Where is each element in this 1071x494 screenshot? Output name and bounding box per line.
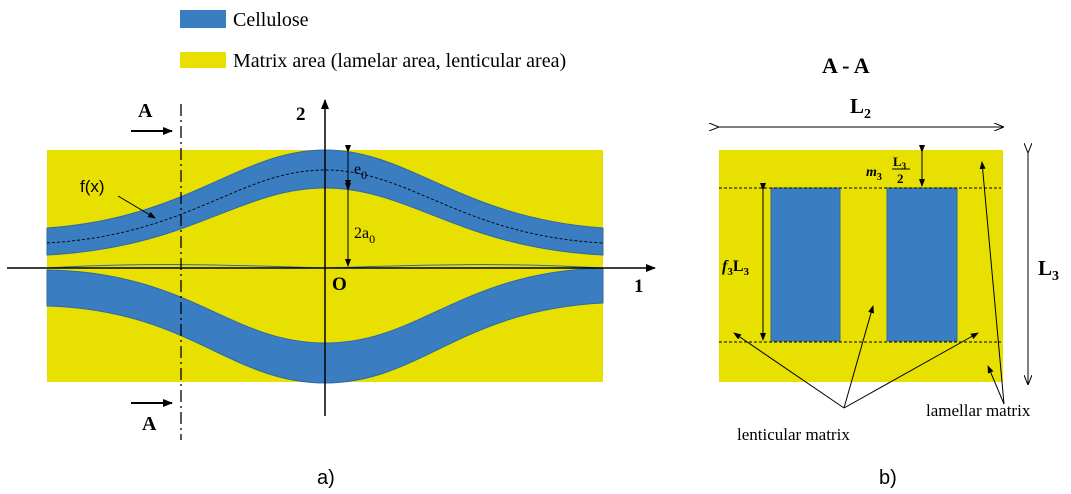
section-label-top: A xyxy=(138,100,153,122)
L3-label: L3 xyxy=(1038,256,1059,284)
m3-fraction-numerator: L3 xyxy=(893,154,907,171)
caption-b: b) xyxy=(879,467,897,489)
lamellar-label: lamellar matrix xyxy=(926,401,1031,420)
origin-label: O xyxy=(332,274,347,295)
section-label-bottom: A xyxy=(142,413,157,435)
lenticular-label: lenticular matrix xyxy=(737,425,850,444)
lenticular-pointer-2 xyxy=(843,305,874,409)
a0-label: 2a0 xyxy=(354,225,375,246)
panel-b: A - A L2 L3 f3L3 m3 L3 2 lenticular matr xyxy=(718,53,1059,489)
lenticular-pointer-1 xyxy=(733,332,845,409)
cellulose-section-left xyxy=(770,187,841,342)
legend-label-matrix: Matrix area (lamelar area, lenticular ar… xyxy=(233,50,566,72)
legend-swatch-matrix xyxy=(180,52,226,68)
legend-label-cellulose: Cellulose xyxy=(233,9,309,31)
f3L3-label: f3L3 xyxy=(722,258,750,278)
legend-swatch-cellulose xyxy=(180,10,226,28)
axis-1-label: 1 xyxy=(634,276,644,297)
lamellar-pointer-2 xyxy=(979,161,1005,405)
section-title: A - A xyxy=(822,53,870,78)
fiber-centerline xyxy=(46,169,604,244)
panel-a: 2 1 O A A f(x) e0 2a0 a) xyxy=(7,99,656,489)
lamellar-pointer-1 xyxy=(987,365,1005,405)
legend: Cellulose Matrix area (lamelar area, len… xyxy=(180,9,566,72)
L2-label: L2 xyxy=(850,94,871,122)
cellulose-section-right xyxy=(886,187,958,342)
function-pointer xyxy=(117,195,156,219)
function-label: f(x) xyxy=(80,177,105,196)
m3-fraction-denominator: 2 xyxy=(897,171,904,186)
axis-2-label: 2 xyxy=(296,104,306,125)
caption-a: a) xyxy=(317,467,335,489)
e0-label: e0 xyxy=(354,161,367,182)
lenticular-pointer-3 xyxy=(843,332,979,409)
m3-label: m3 xyxy=(866,165,882,183)
